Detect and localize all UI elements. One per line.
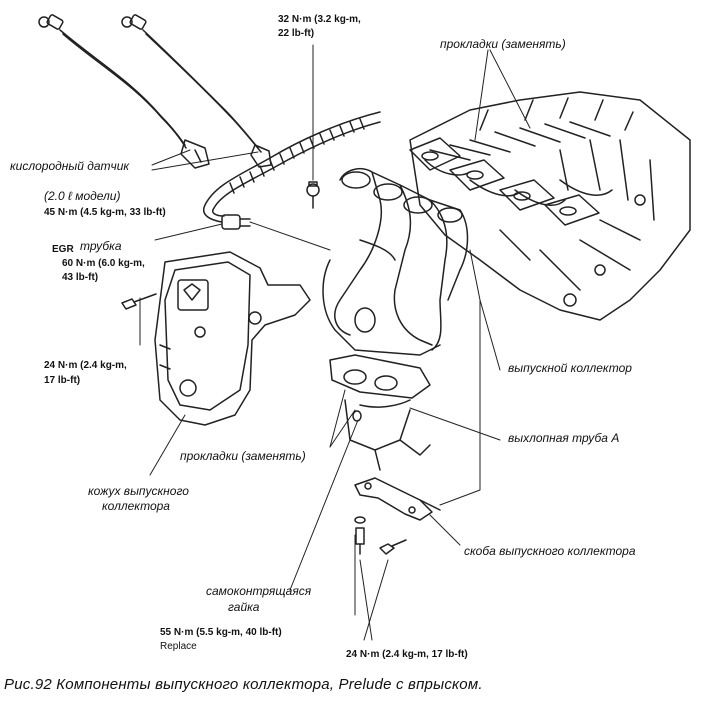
oxygen-sensor-wire-right bbox=[121, 14, 262, 153]
torque-bottom: 24 N·m (2.4 kg-m, 17 lb-ft) bbox=[346, 649, 468, 660]
exhaust-manifold bbox=[322, 168, 469, 356]
label-egr-abbr: EGR bbox=[52, 244, 74, 255]
torque-egr-line2: 43 lb-ft) bbox=[62, 272, 99, 283]
shroud-bolt bbox=[121, 293, 157, 310]
label-locknut-line1: самоконтрящаяся bbox=[206, 584, 312, 598]
torque-shroud-line2: 17 lb-ft) bbox=[44, 375, 81, 386]
heat-shield bbox=[154, 251, 311, 426]
label-exhaust-pipe-a: выхлопная труба А bbox=[508, 431, 620, 445]
label-model-note: (2.0 ℓ модели) bbox=[44, 189, 121, 203]
torque-top-line1: 32 N·m (3.2 kg-m, bbox=[278, 14, 361, 25]
manifold-bracket bbox=[354, 477, 441, 521]
leader-lines bbox=[139, 44, 531, 641]
label-replace: Replace bbox=[160, 641, 197, 652]
label-exhaust-manifold: выпускной коллектор bbox=[508, 361, 632, 375]
label-shroud-line2: коллектора bbox=[102, 499, 170, 513]
manifold-gaskets-top bbox=[409, 97, 634, 226]
bracket-bolt bbox=[354, 516, 407, 555]
label-shroud-line1: кожух выпускного bbox=[88, 484, 189, 498]
label-gaskets-top: прокладки (заменять) bbox=[440, 37, 566, 51]
torque-oxygen-sensor: 45 N·m (4.5 kg-m, 33 lb-ft) bbox=[44, 207, 166, 218]
label-bracket: скоба выпускного коллектора bbox=[464, 544, 636, 558]
egr-tube bbox=[203, 111, 381, 230]
torque-egr-line1: 60 N·m (6.0 kg-m, bbox=[62, 258, 145, 269]
torque-locknut: 55 N·m (5.5 kg-m, 40 lb-ft) bbox=[160, 627, 282, 638]
exhaust-pipe-a bbox=[329, 354, 431, 471]
oxygen-sensor-wire-left bbox=[38, 14, 187, 149]
label-gaskets-bottom: прокладки (заменять) bbox=[180, 449, 306, 463]
label-locknut-line2: гайка bbox=[228, 600, 260, 614]
label-oxygen-sensor: кислородный датчик bbox=[10, 159, 130, 173]
oxygen-sensor-body bbox=[180, 139, 272, 169]
cylinder-head bbox=[409, 91, 691, 321]
torque-shroud-line1: 24 N·m (2.4 kg-m, bbox=[44, 360, 127, 371]
label-egr-tube: трубка bbox=[80, 239, 122, 253]
torque-top-line2: 22 lb-ft) bbox=[278, 28, 315, 39]
bolt-top bbox=[306, 181, 320, 209]
figure-caption: Рис.92 Компоненты выпускного коллектора,… bbox=[4, 676, 483, 693]
